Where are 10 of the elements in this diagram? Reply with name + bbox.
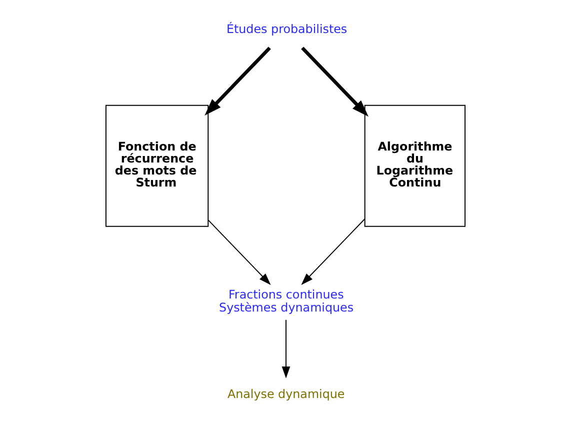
node-text: Fractions continues Systèmes dynamiques: [218, 287, 354, 314]
node-box: Algorithme du Logarithme Continu: [364, 104, 466, 227]
arrow: [300, 46, 368, 117]
node-text: Analyse dynamique: [226, 387, 344, 402]
arrow: [281, 319, 290, 378]
arrow: [204, 46, 270, 116]
arrow: [300, 218, 365, 285]
arrow: [207, 220, 270, 285]
node-text: Études probabilistes: [226, 22, 347, 36]
node-box: Fonction de récurrence des mots de Sturm: [104, 104, 208, 227]
